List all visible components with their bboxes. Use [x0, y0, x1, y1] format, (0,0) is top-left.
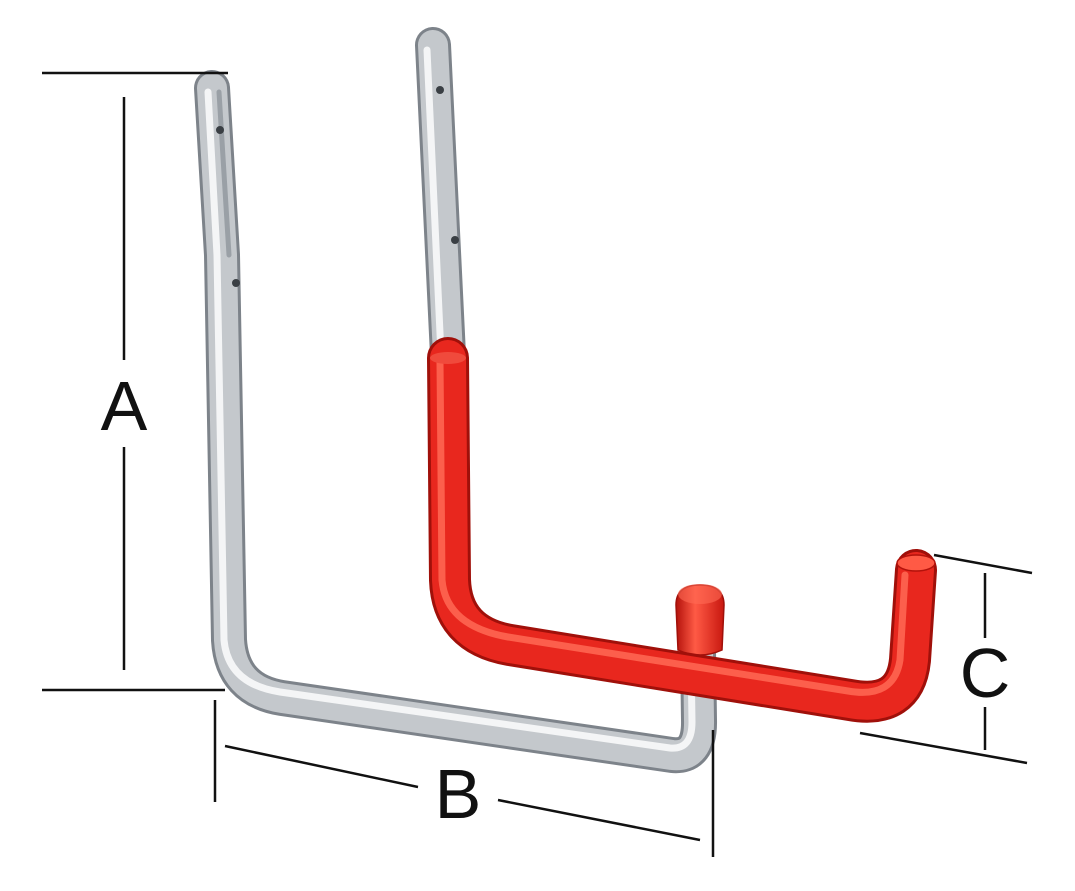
dimension-c-top-extension: [933, 553, 1033, 575]
dimension-b-line-left: [224, 744, 419, 789]
dimension-b-line-right: [497, 798, 701, 842]
red-hook-steel-tip: [418, 30, 463, 370]
red-hook-body-highlight: [436, 358, 909, 696]
dimension-lines: [42, 71, 1033, 857]
red-hook: [415, 27, 937, 723]
dimension-c-bottom-extension: [859, 731, 1028, 765]
silver-hook-mount-shade: [216, 89, 232, 258]
silver-hook-body: [197, 73, 714, 771]
dimension-a-label: A: [101, 367, 148, 445]
red-hook-body: [430, 340, 934, 720]
red-hook-hole: [451, 236, 459, 244]
red-hook-end-cap: [896, 554, 936, 572]
red-hook-hole: [436, 86, 444, 94]
red-hook-steel-highlight: [423, 46, 445, 359]
red-hook-coating-edge: [430, 352, 466, 364]
silver-hook: [194, 70, 725, 774]
silver-hook-highlight: [204, 88, 696, 752]
dimension-b-label: B: [435, 755, 482, 833]
silver-hook-red-cap: [675, 584, 725, 656]
silver-hook-hole: [232, 279, 240, 287]
dimension-c-label: C: [960, 634, 1011, 712]
silver-hook-hole: [216, 126, 224, 134]
